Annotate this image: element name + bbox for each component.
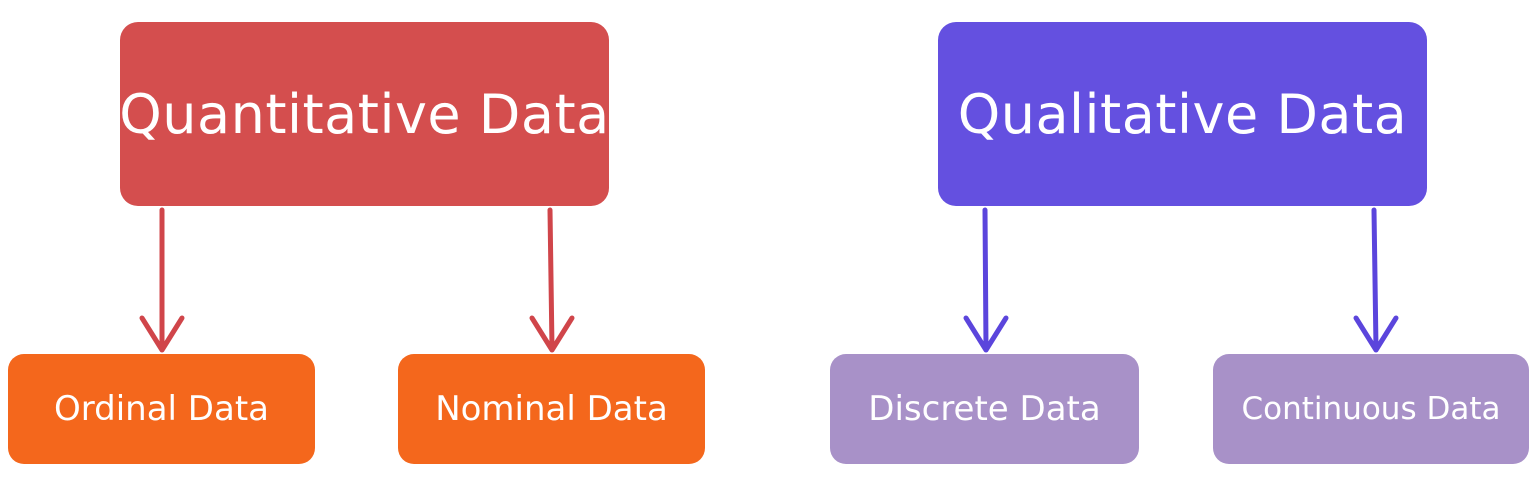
arrow-to-continuous bbox=[1353, 207, 1399, 353]
ordinal-data-box: Ordinal Data bbox=[8, 354, 315, 464]
arrow-to-ordinal bbox=[139, 207, 185, 353]
discrete-data-box: Discrete Data bbox=[830, 354, 1139, 464]
arrow-to-discrete bbox=[963, 207, 1009, 353]
discrete-data-label: Discrete Data bbox=[868, 389, 1101, 429]
continuous-data-box: Continuous Data bbox=[1213, 354, 1529, 464]
qualitative-arrows bbox=[963, 207, 1399, 353]
quantitative-arrows bbox=[139, 207, 575, 353]
qualitative-data-label: Qualitative Data bbox=[957, 82, 1408, 146]
quantitative-data-label: Quantitative Data bbox=[119, 82, 610, 146]
ordinal-data-label: Ordinal Data bbox=[54, 389, 269, 429]
continuous-data-label: Continuous Data bbox=[1241, 391, 1501, 427]
quantitative-data-box: Quantitative Data bbox=[119, 22, 610, 206]
qualitative-data-box: Qualitative Data bbox=[938, 22, 1427, 206]
arrow-to-nominal bbox=[529, 207, 575, 353]
nominal-data-box: Nominal Data bbox=[398, 354, 705, 464]
nominal-data-label: Nominal Data bbox=[435, 389, 668, 429]
